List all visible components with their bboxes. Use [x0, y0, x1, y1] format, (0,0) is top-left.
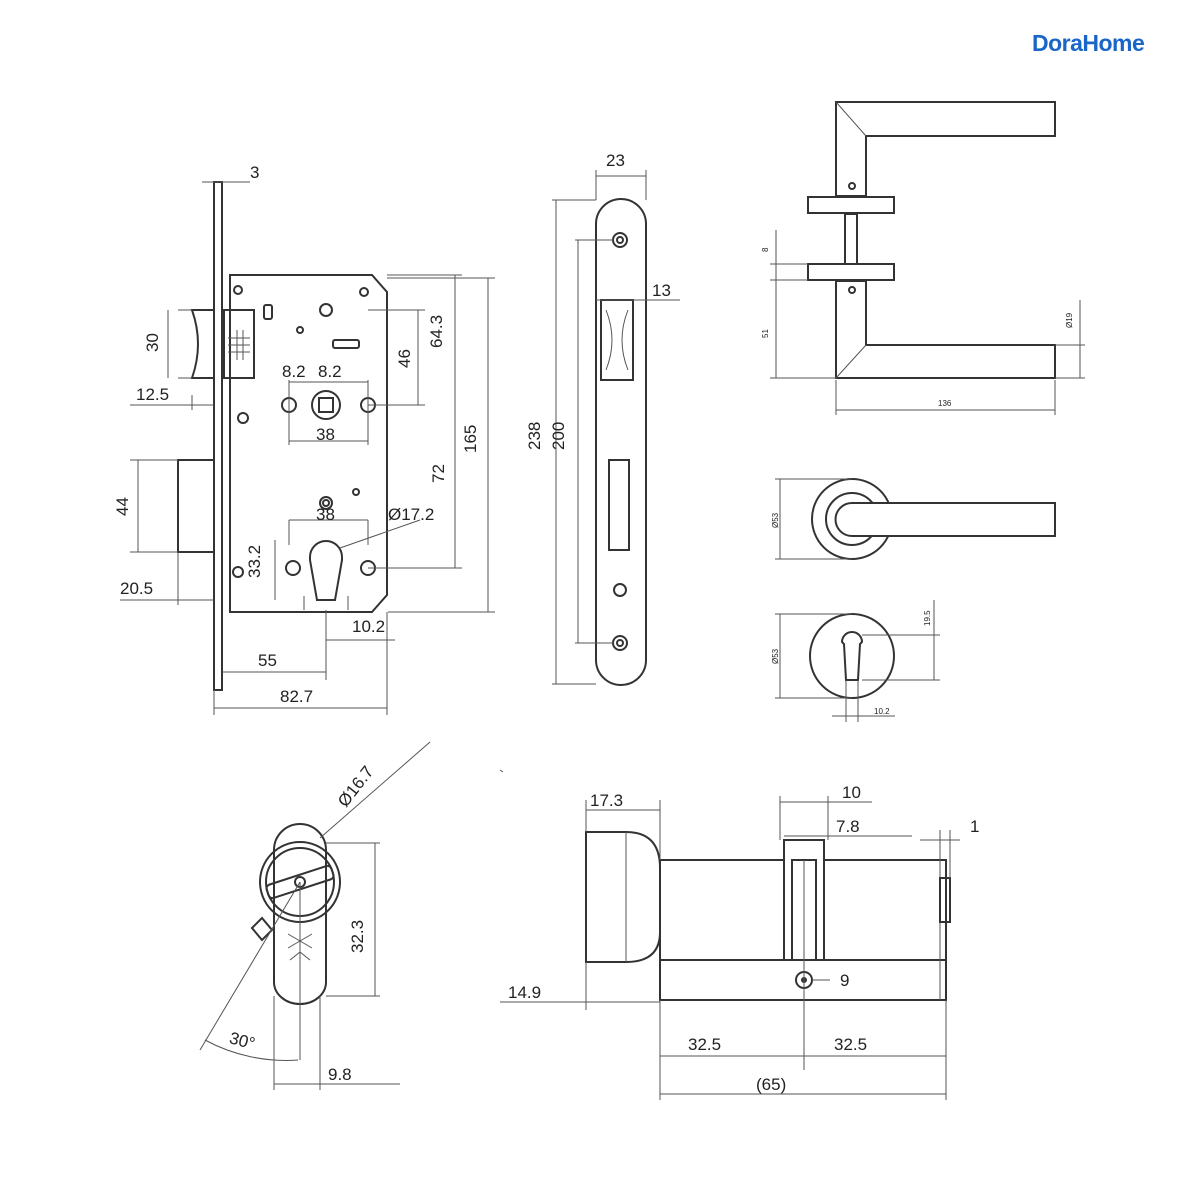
dim-left-half: 32.5 [688, 1035, 721, 1054]
strike-plate-dims [552, 170, 680, 685]
dim-strike-lip: 13 [652, 281, 671, 300]
dim-backset: 55 [258, 651, 277, 670]
dim-bolt-height: 44 [113, 497, 132, 516]
dim-lever-length: 136 [938, 399, 952, 408]
dim-handle-centers: 38 [316, 425, 335, 444]
dim-screw: 9 [840, 971, 849, 990]
strike-plate [595, 198, 647, 686]
dim-strike-width: 23 [606, 151, 625, 170]
deadbolt [177, 459, 215, 553]
thumbturn [265, 864, 335, 900]
escutcheon-keyhole [840, 631, 864, 681]
rose-lower [807, 263, 895, 281]
lock-body-view [177, 181, 388, 691]
dim-cam-width: 10 [842, 783, 861, 802]
lever-front-view: Ø53 [771, 478, 1056, 560]
escutcheon-view: Ø53 19.5 10.2 [771, 600, 940, 722]
dim-right-half: 32.5 [834, 1035, 867, 1054]
rose-upper [807, 196, 895, 214]
dim-cyl-side-bottom: 9.8 [328, 1065, 352, 1084]
dim-lever-dia: Ø19 [1065, 312, 1074, 328]
latch-opening [600, 299, 634, 381]
latch [190, 309, 215, 379]
latch-housing [223, 309, 255, 379]
brand-logo: DoraHome [1032, 30, 1145, 56]
dim-cyl-angle: 30° [227, 1028, 257, 1053]
lever-lower [835, 280, 1056, 379]
dim-esc-height: 19.5 [923, 610, 932, 626]
dim-esc-bottom: 10.2 [874, 707, 890, 716]
lever-side-view [807, 101, 1056, 379]
dim-cyl-side-dia: Ø16.7 [334, 762, 377, 810]
dim-strike-height: 238 [525, 422, 544, 450]
dim-case-width: 82.7 [280, 687, 313, 706]
dim-51: 51 [761, 329, 770, 338]
dim-end-gap: 1 [970, 817, 979, 836]
dim-72: 72 [429, 464, 448, 483]
dim-46: 46 [395, 349, 414, 368]
dim-cyl-side-height: 32.3 [348, 920, 367, 953]
dim-strike-holes: 200 [549, 422, 568, 450]
dim-spindle-gap-right: 8.2 [318, 362, 342, 381]
dim-esc-dia: Ø53 [771, 648, 780, 664]
dim-overall-height: 165 [461, 425, 480, 453]
faceplate [213, 181, 223, 691]
thumbturn-knob [585, 831, 661, 963]
dim-knob-offset: 14.9 [508, 983, 541, 1002]
spindle [844, 213, 858, 265]
cylinder-side-view: Ø16.7 32.3 30° 9.8 [199, 741, 504, 1090]
spindle-hub [311, 390, 341, 420]
cylinder-front-view: 17.3 10 7.8 1 14.9 9 32.5 32.5 (65) [500, 783, 979, 1100]
lock-case [229, 274, 388, 613]
bolt-opening [608, 459, 630, 551]
dim-latch-height: 30 [143, 333, 162, 352]
escutcheon [809, 613, 895, 699]
dim-total: (65) [756, 1075, 786, 1094]
dim-64-3: 64.3 [427, 315, 446, 348]
cam-tip [250, 916, 274, 942]
dim-spindle-gap-left: 8.2 [282, 362, 306, 381]
cylinder-cutout [309, 540, 343, 601]
lever-upper [835, 101, 1056, 197]
strike-plate-view [595, 198, 647, 686]
dim-knob-len: 17.3 [590, 791, 623, 810]
dim-cyl-bottom: 10.2 [352, 617, 385, 636]
dim-cyl-vert: 33.2 [245, 545, 264, 578]
dim-cam-slot: 7.8 [836, 817, 860, 836]
dim-bolt-offset: 20.5 [120, 579, 153, 598]
dim-rose-dia: Ø53 [771, 512, 780, 528]
lever-side-dims [770, 230, 1085, 415]
dim-latch-offset: 12.5 [136, 385, 169, 404]
dim-cyl-dia: Ø17.2 [388, 505, 434, 524]
cylinder-profile [273, 823, 327, 1005]
lever-side-labels: 8 51 Ø19 136 [761, 247, 1074, 408]
lock-body-labels: 3 30 12.5 44 20.5 8.2 8.2 38 46 64.3 165… [113, 163, 480, 706]
dim-rose-gap: 8 [761, 247, 770, 252]
dim-cyl-centers: 38 [316, 505, 335, 524]
strike-plate-labels: 23 13 238 200 [525, 151, 671, 450]
lever-front [834, 502, 1056, 537]
lock-body-dims [120, 181, 495, 715]
dim-faceplate: 3 [250, 163, 259, 182]
